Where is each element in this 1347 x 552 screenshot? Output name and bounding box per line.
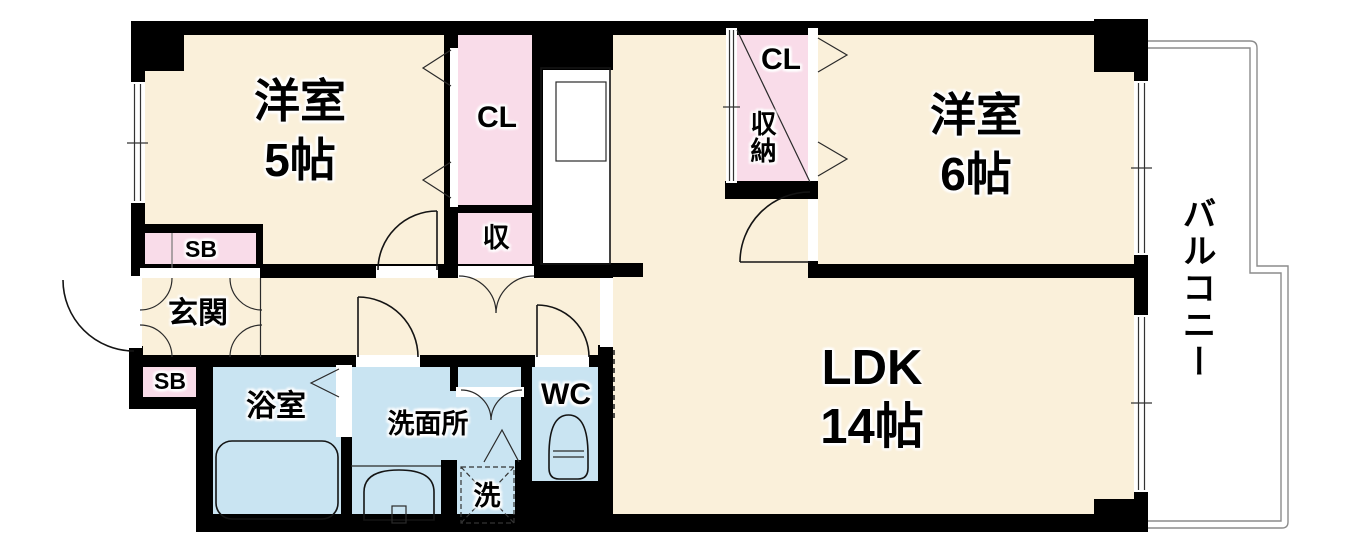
- opening-bathroom-door: [336, 365, 352, 437]
- door-room6: [739, 191, 811, 263]
- fixtures: [215, 67, 611, 524]
- genkan-corner-fans: [139, 277, 263, 358]
- door-room5: [377, 210, 438, 271]
- toilet: [548, 414, 589, 480]
- floor-ldk: [610, 265, 1138, 520]
- storage1-label: 収: [482, 223, 510, 253]
- room5-name-label: 洋室: [254, 75, 346, 127]
- opening-closet2-door: [808, 28, 818, 181]
- window-room5-left: [127, 82, 148, 203]
- closet2-label: CL: [761, 43, 801, 76]
- laundry-label: 洗: [473, 481, 501, 511]
- door-linen-fans: [460, 389, 523, 463]
- opening-wc-door: [535, 355, 589, 367]
- floor-bathroom: [210, 365, 345, 523]
- room6-name-label: 洋室: [930, 89, 1022, 141]
- ldk-size-label: 14帖: [820, 400, 924, 454]
- floor-closet1: [455, 28, 535, 212]
- door-openings: [128, 28, 818, 437]
- floor-hall-genkan: [133, 276, 613, 359]
- bathtub: [215, 440, 339, 520]
- room5-size-label: 5帖: [264, 134, 336, 186]
- folding-door-closet2-chevrons: [817, 37, 849, 177]
- opening-entrance-door: [128, 276, 142, 348]
- windows: [127, 28, 1152, 492]
- door-symbols: [62, 29, 849, 463]
- wc-label: WC: [541, 378, 591, 411]
- floor-storage1: [455, 211, 535, 266]
- window-ldk-right: [1131, 315, 1152, 492]
- folding-door-closet1-chevrons: [421, 49, 452, 199]
- balcony-railing: [1148, 40, 1289, 529]
- floor-shoebox2: [138, 365, 200, 399]
- door-wc: [536, 304, 590, 358]
- floor-shoebox1: [140, 231, 260, 269]
- opening-room5-door: [376, 266, 438, 278]
- bathroom-label: 浴室: [246, 390, 306, 423]
- ldk-name-label: LDK: [821, 341, 923, 395]
- door-storage1-fans: [458, 275, 535, 314]
- window-room6-right: [1131, 81, 1152, 255]
- washbasin: [351, 465, 441, 524]
- genkan-label: 玄関: [168, 297, 228, 330]
- shoebox1-label: SB: [185, 236, 217, 262]
- opening-room6-door: [808, 199, 818, 261]
- closet1-label: CL: [477, 101, 517, 134]
- room6-size-label: 6帖: [940, 148, 1012, 200]
- floor-room6: [813, 28, 1138, 273]
- washroom-label: 洗面所: [387, 409, 469, 439]
- opening-hall-ldk: [600, 278, 613, 347]
- floors: [133, 28, 1138, 528]
- washing-machine-space: [460, 466, 515, 524]
- kitchen-counter: [540, 67, 611, 265]
- opening-shoebox1: [140, 268, 260, 278]
- window-closet2-slider: [723, 28, 740, 183]
- door-washroom: [357, 296, 419, 358]
- storage2-label: 収納: [747, 110, 777, 164]
- door-entrance: [62, 279, 135, 352]
- opening-linen-door: [456, 387, 524, 397]
- opening-closet1: [450, 48, 458, 207]
- opening-washroom-door: [356, 355, 420, 367]
- closet2-diagonal: [736, 29, 811, 183]
- folding-door-bathroom-chevron: [309, 368, 340, 398]
- floor-wc: [530, 365, 602, 483]
- shoebox2-label: SB: [154, 368, 186, 394]
- balcony-label: バルコニー: [1177, 196, 1215, 381]
- opening-storage1-door: [458, 266, 534, 278]
